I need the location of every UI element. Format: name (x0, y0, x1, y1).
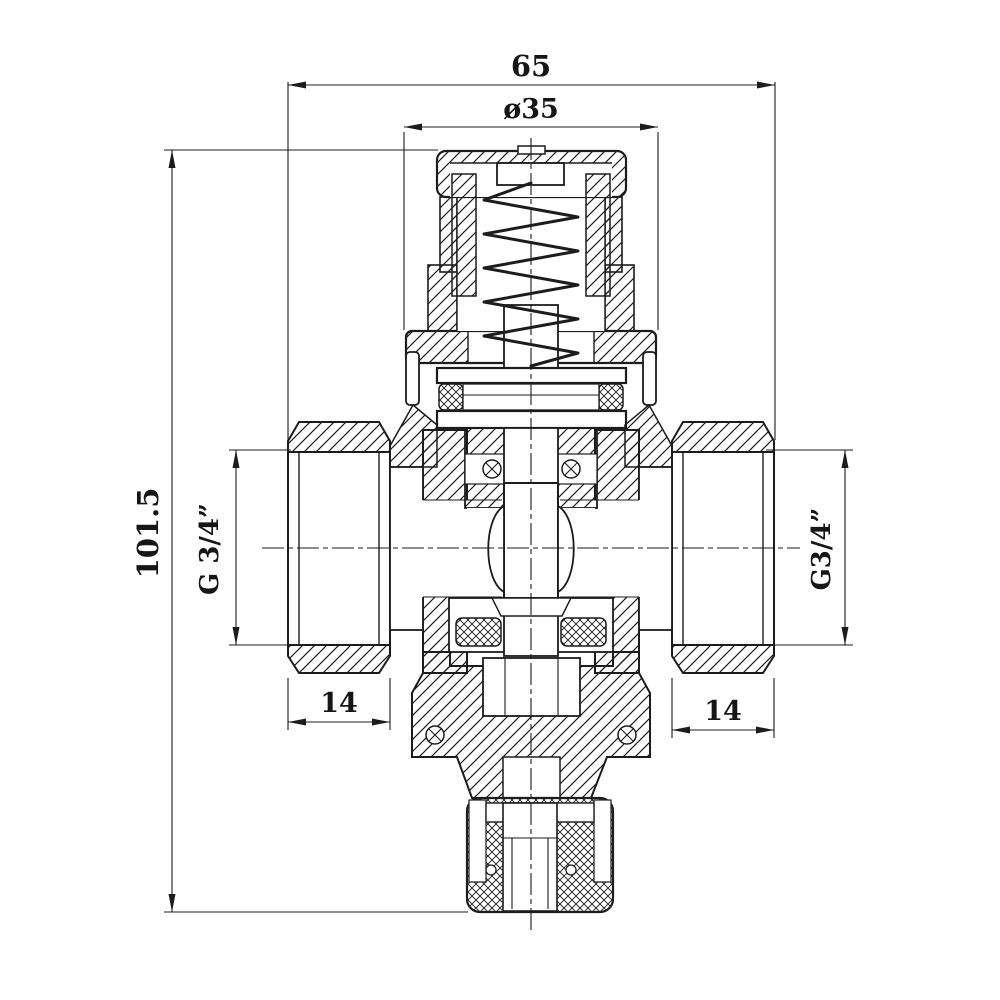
stem-guide (464, 427, 598, 509)
centerlines (262, 138, 800, 932)
plug-left (487, 504, 505, 594)
dim-left-port-hex: 14 (288, 688, 390, 726)
dim-bonnet-diameter-label: ø35 (503, 94, 559, 125)
dim-overall-width: 65 (288, 49, 775, 89)
dim-bonnet-diameter: ø35 (404, 94, 658, 131)
flange-tab-right (642, 351, 657, 406)
dim-left-port-hex-label: 14 (320, 688, 358, 719)
extension-lines (164, 82, 853, 913)
bottom-cap (465, 796, 615, 914)
dim-left-thread-label: G 3/4” (195, 503, 225, 595)
spring (482, 181, 580, 368)
dim-right-thread-label: G3/4” (807, 508, 837, 591)
dim-overall-height: 101.5 (131, 150, 176, 912)
dim-left-thread: G 3/4” (195, 450, 240, 645)
dim-right-port-hex: 14 (672, 696, 774, 734)
diaphragm-seal-right (598, 383, 624, 411)
cap-slot (502, 802, 558, 912)
flange-tab-left (405, 351, 420, 406)
seat-seal-left (455, 617, 502, 647)
dim-overall-height-label: 101.5 (131, 488, 165, 579)
dim-overall-width-label: 65 (511, 49, 551, 83)
seat-seal-right (560, 617, 607, 647)
diaphragm-seal-left (438, 383, 464, 411)
plug-right (557, 504, 575, 594)
dim-right-port-hex-label: 14 (704, 696, 742, 727)
dim-right-thread: G3/4” (807, 450, 849, 645)
